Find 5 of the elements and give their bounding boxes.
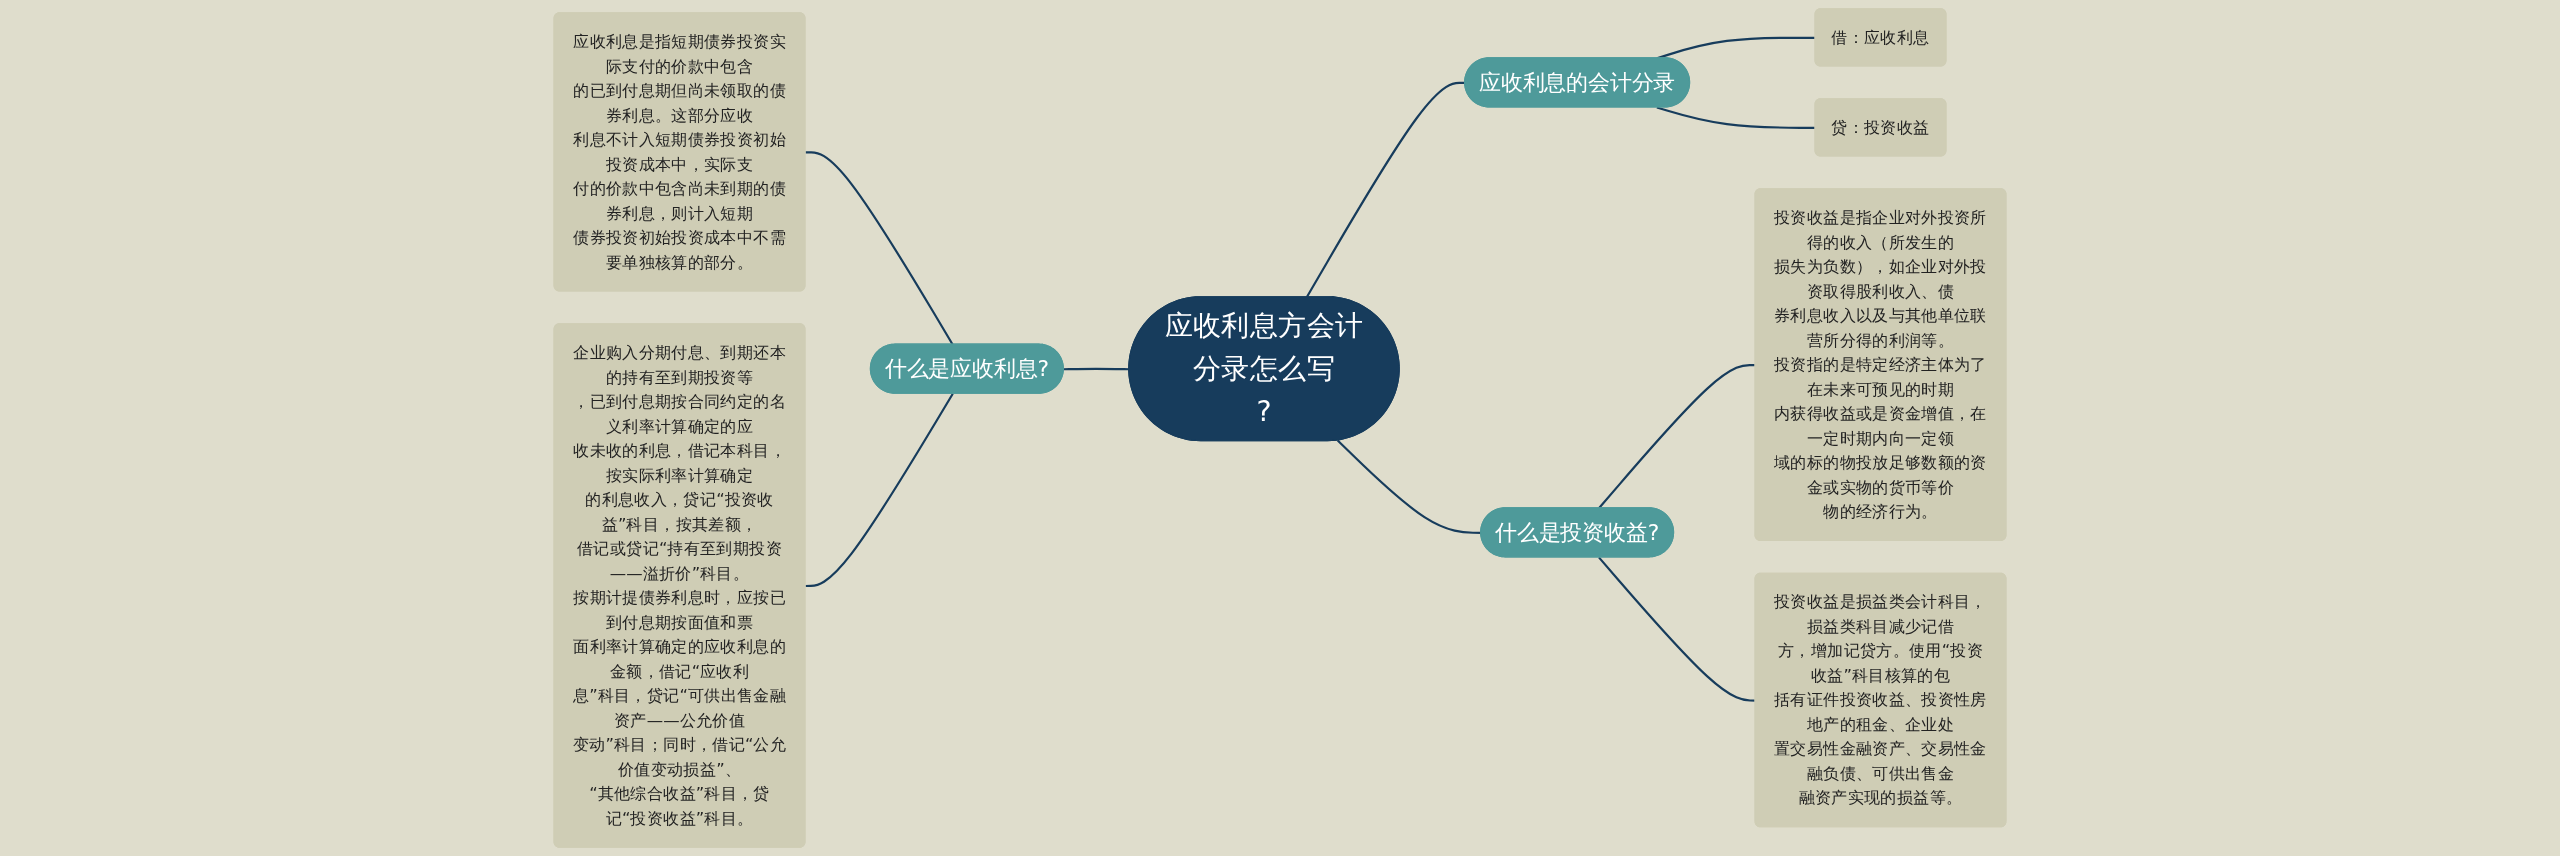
- connector: [805, 151, 954, 346]
- connector: [1598, 556, 1756, 702]
- connector: [1656, 106, 1816, 129]
- connector: [805, 393, 954, 588]
- connector: [1598, 363, 1756, 509]
